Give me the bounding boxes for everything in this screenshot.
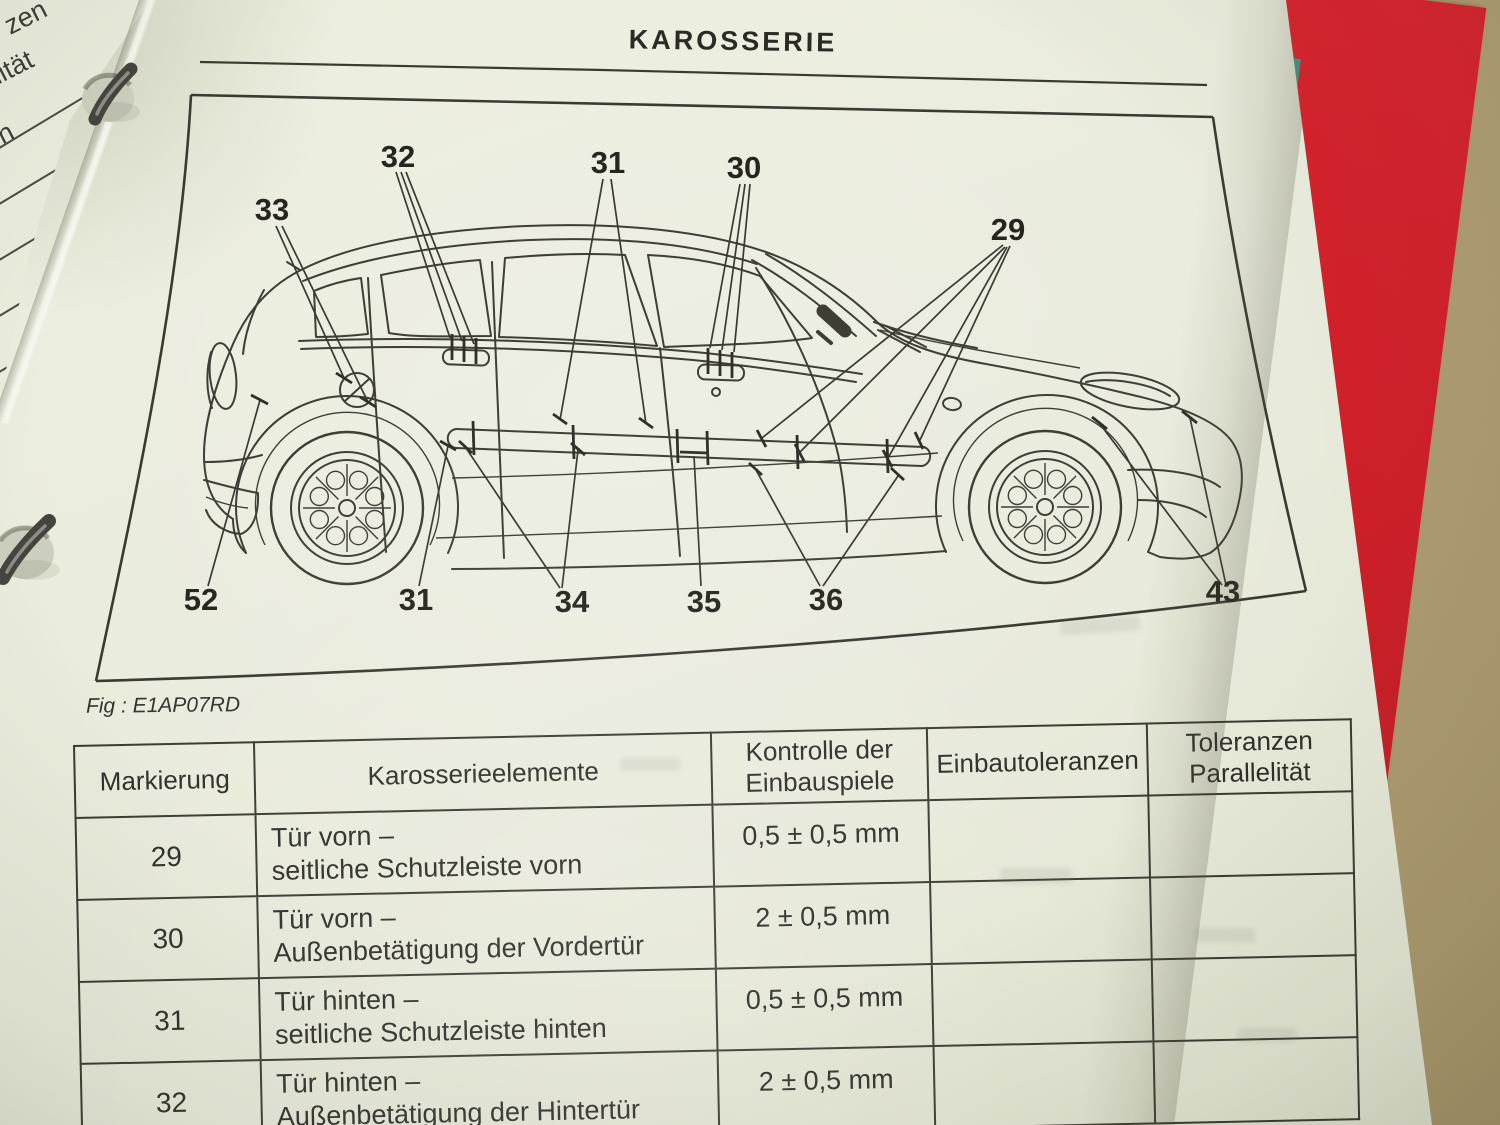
- callout-52: 52: [183, 582, 219, 617]
- callout-30: 30: [726, 150, 762, 185]
- callout-31-top: 31: [590, 145, 626, 180]
- diagram-frame: [94, 93, 1308, 683]
- showthrough-smudge: [1000, 868, 1072, 884]
- callout-35: 35: [686, 584, 722, 619]
- rear-wheel-spokes: [303, 464, 391, 552]
- callout-36: 36: [808, 582, 844, 617]
- binder-ring-top: [82, 62, 140, 126]
- showthrough-smudge: [1238, 1028, 1296, 1042]
- callout-leader-lines: [207, 171, 1227, 589]
- callout-34: 34: [554, 584, 590, 619]
- callout-33: 33: [254, 192, 290, 227]
- binder-ring-bottom: [0, 514, 60, 585]
- callout-32: 32: [380, 139, 416, 174]
- callout-31-bottom: 31: [398, 582, 434, 617]
- front-wheel-spokes: [1001, 463, 1089, 551]
- showthrough-smudge: [1195, 928, 1255, 942]
- measurement-ticks: [250, 334, 1198, 482]
- showthrough-smudge: [620, 758, 680, 771]
- callout-29: 29: [990, 212, 1026, 247]
- callout-43: 43: [1206, 576, 1240, 607]
